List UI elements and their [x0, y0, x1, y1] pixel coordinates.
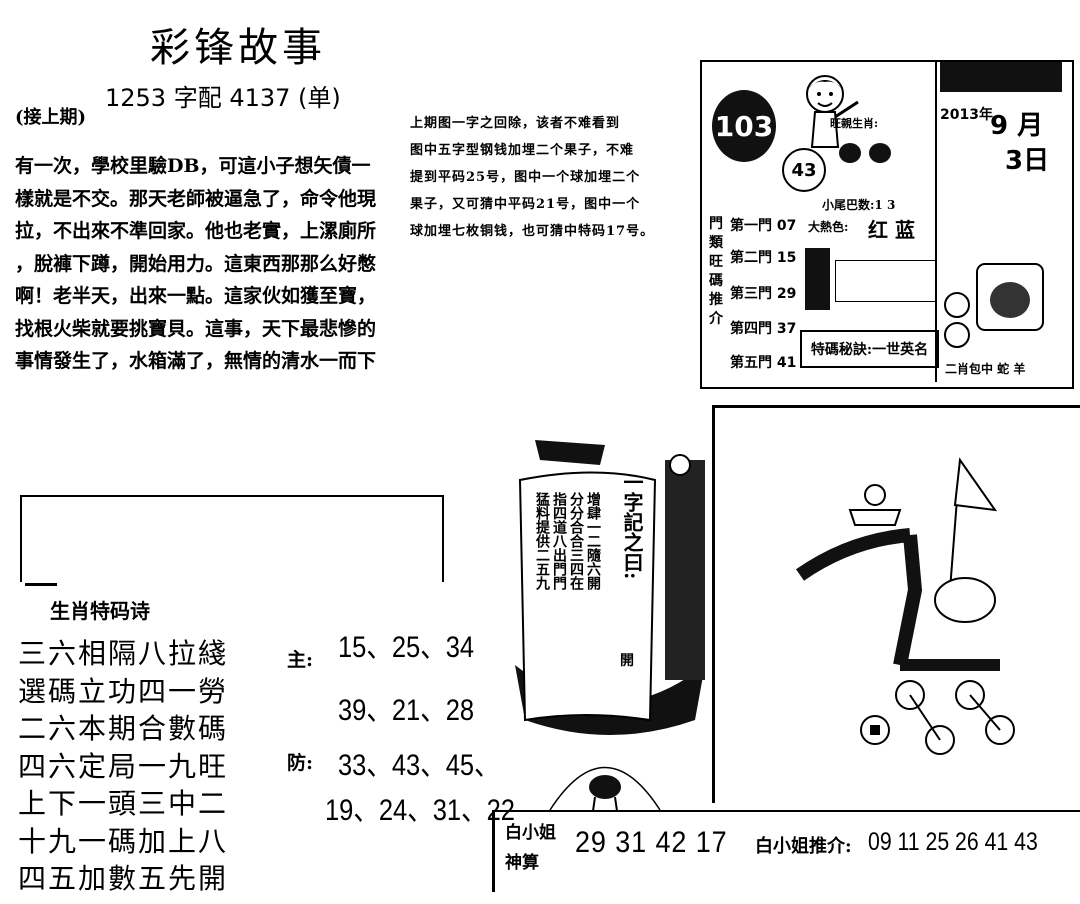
puzzle-image-panel — [712, 405, 1080, 803]
story-line: ，脫褲下蹲，開始用力。這東西那那么好憋 — [15, 252, 377, 275]
sail-open-char: 開 — [620, 653, 634, 669]
calendar-month: 9 月 — [990, 111, 1044, 141]
zodiac-figure-icon — [976, 263, 1044, 331]
explain-line: 提到平码25号，图中一个球加埋二个 — [410, 170, 641, 185]
guard-picks-row: 19、24、31、22 — [325, 794, 515, 827]
poem-frame — [20, 495, 444, 582]
poem-line: 四五加數五先開 — [18, 862, 229, 895]
poem-line: 上下一頭三中二 — [18, 787, 229, 820]
small-print-box — [835, 260, 937, 302]
divider — [25, 583, 57, 586]
main-picks-label: 主: — [287, 649, 314, 671]
calendar-footer: 二肖包中 蛇 羊 — [945, 362, 1026, 376]
door-row: 第一門 07 — [730, 218, 797, 234]
hot-color-label: 大熱色: — [808, 220, 849, 234]
guard-picks-label: 防: — [287, 752, 314, 774]
calendar-year: 2013年 — [940, 107, 993, 123]
explanation-text: 上期图一字之回除，该者不难看到 图中五字型钢钱加埋二个果子，不难 提到平码25号… — [410, 110, 695, 245]
story-line: 有一次，學校里驗DB，可這小子想矢債一 — [15, 155, 371, 177]
calendar-day: 3日 — [1005, 146, 1050, 176]
issue-subtitle: 1253 字配 4137 (单) — [105, 84, 341, 112]
sail-line: 猛料提供二五九 — [534, 492, 550, 590]
story-line: 找根火柴就要挑寶貝。這事，天下最悲慘的 — [15, 317, 377, 340]
calendar-panel — [935, 62, 1070, 382]
story-line: 拉，不出來不準回家。他也老實，上漯廁所 — [15, 220, 377, 242]
explain-line: 球加埋七枚铜钱，也可猜中特码17号。 — [410, 224, 655, 239]
small-number-ball: 43 — [782, 148, 826, 192]
explain-line: 上期图一字之回除，该者不难看到 — [410, 116, 621, 131]
door-row: 第二門 15 — [730, 250, 797, 266]
hot-color-value: 红 蓝 — [868, 218, 915, 242]
zodiac-label: 旺親生肖: — [830, 117, 879, 130]
story-line: 事情發生了，水箱滿了，無情的清水一而下 — [15, 350, 377, 372]
poem-line: 二六本期合數碼 — [18, 712, 229, 745]
number-ball: 103 — [712, 90, 776, 162]
sailing-ship-illustration — [515, 440, 705, 735]
sail-line: 增肆一二隨六開 — [585, 492, 601, 590]
door-row: 第三門 29 — [730, 286, 797, 302]
seal-icon — [944, 292, 970, 348]
page-title: 彩锋故事 — [150, 25, 326, 71]
door-row: 第五門 41 — [730, 355, 797, 371]
poem-line: 三六相隔八拉綫 — [18, 637, 229, 670]
bottom-picks-bar — [492, 810, 1080, 892]
tail-number-line: 小尾巴数:1 3 — [822, 198, 896, 212]
door-side-label: 門類旺碼推介 — [709, 216, 723, 327]
continued-label: (接上期) — [15, 107, 87, 128]
main-picks-row: 39、21、28 — [338, 694, 475, 727]
divine-calc-numbers: 29 31 42 17 — [575, 826, 728, 859]
main-picks-row: 15、25、34 — [338, 631, 475, 664]
poem-title: 生肖特码诗 — [50, 599, 150, 623]
poem-line: 十九一碼加上八 — [18, 824, 229, 858]
ox-seal-icon — [549, 766, 661, 812]
cartoon-boy-illustration — [806, 75, 859, 148]
divine-calc-label: 神算 — [505, 853, 539, 873]
poem-line: 四六定局一九旺 — [18, 749, 229, 783]
explain-line: 图中五字型钢钱加埋二个果子，不难 — [410, 143, 635, 158]
recommend-numbers: 09 11 25 26 41 43 — [868, 828, 1038, 856]
story-line: 啊！老半天，出來一點。這家伙如獲至寶， — [15, 285, 377, 307]
sail-title: 一字記之曰: — [620, 472, 644, 580]
recommend-label: 白小姐推介: — [755, 836, 852, 857]
frog-and-coins-illustration — [795, 457, 1015, 755]
guard-picks-row: 33、43、45、 — [338, 749, 500, 782]
redacted-block — [805, 248, 830, 310]
story-line: 樣就是不交。那天老師被逼急了，命令他現 — [15, 187, 377, 210]
sail-line: 分分合合三四在 — [568, 492, 584, 590]
zodiac-animal-icons — [839, 143, 891, 163]
calendar-header-bar — [940, 62, 1062, 92]
miss-bai-label: 白小姐 — [505, 823, 556, 843]
explain-line: 果子，又可猜中平码21号，图中一个 — [410, 197, 641, 212]
sail-line: 指四道八出門門 — [551, 492, 567, 590]
poem-text: 三六相隔八拉綫 選碼立功四一勞 二六本期合數碼 四六定局一九旺 上下一頭三中二 … — [18, 635, 228, 898]
door-row: 第四門 37 — [730, 321, 797, 337]
special-tip-box: 特碼秘訣:一世英名 — [800, 330, 939, 368]
poem-line: 選碼立功四一勞 — [18, 674, 229, 708]
story-text: 有一次，學校里驗DB，可這小子想矢債一 樣就是不交。那天老師被逼急了，命令他現 … — [15, 150, 390, 378]
newspaper-clipping — [700, 60, 1074, 389]
